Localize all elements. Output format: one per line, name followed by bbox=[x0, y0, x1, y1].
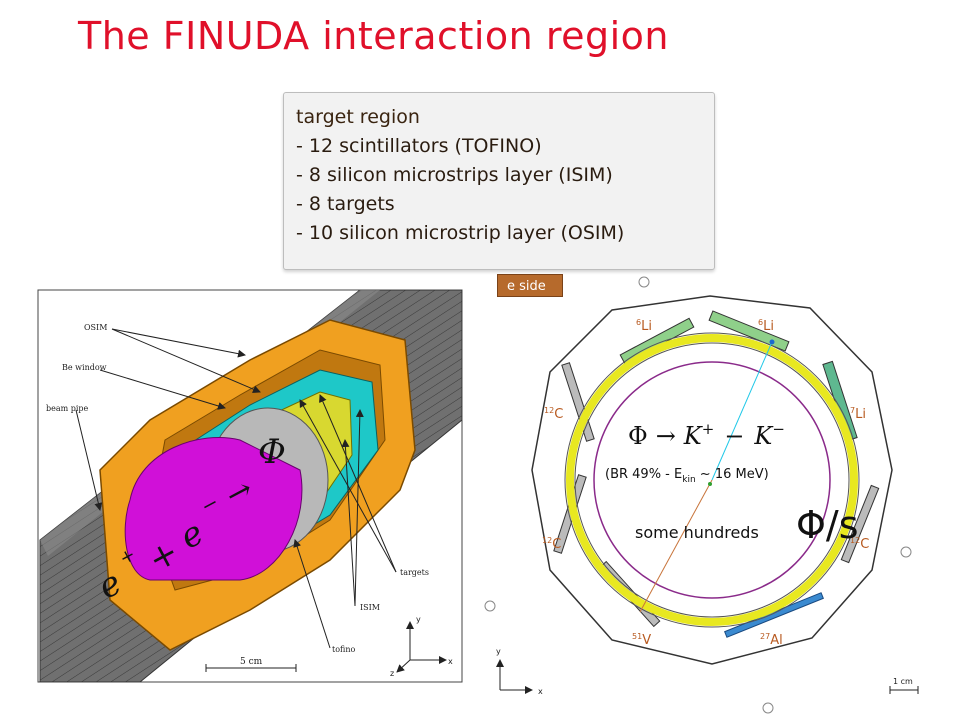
beam-pipe-label: beam pipe bbox=[46, 404, 89, 413]
target-region-infobox: target region - 12 scintillators (TOFINO… bbox=[283, 92, 715, 270]
target-label: 6Li bbox=[758, 318, 774, 334]
corner-marker bbox=[484, 600, 496, 612]
target-label: 6Li bbox=[636, 318, 652, 334]
left-axis-y-label: y bbox=[416, 615, 421, 624]
left-axis-z-label: z bbox=[390, 669, 394, 678]
corner-marker bbox=[638, 276, 650, 288]
isim-ring bbox=[566, 334, 858, 626]
targets-label: targets bbox=[400, 568, 429, 577]
infobox-line: - 8 silicon microstrips layer (ISIM) bbox=[296, 164, 613, 186]
target-modules bbox=[553, 310, 880, 638]
corner-marker bbox=[762, 702, 774, 714]
isim-ring-inner bbox=[574, 342, 850, 618]
track-hit bbox=[769, 339, 775, 345]
finuda-cross-section: 6Li 6Li 7Li 12C 27Al 51V 12C 12C Φ→K+−K−… bbox=[484, 276, 919, 714]
e-side-badge: e side bbox=[497, 274, 563, 297]
isim-ring-outer bbox=[564, 332, 860, 628]
page-title: The FINUDA interaction region bbox=[78, 14, 669, 58]
kminus-track bbox=[639, 479, 713, 613]
left-axis-z bbox=[396, 659, 411, 673]
isim-label: ISIM bbox=[360, 603, 380, 612]
target-label: 51V bbox=[632, 632, 651, 648]
infobox-line: - 8 targets bbox=[296, 193, 395, 215]
corner-marker bbox=[900, 546, 912, 558]
infobox-line: target region bbox=[296, 106, 420, 128]
target-bar bbox=[724, 592, 824, 638]
target-label: 12C bbox=[542, 536, 561, 552]
left-axis-x-label: x bbox=[448, 657, 453, 666]
infobox-line: - 10 silicon microstrip layer (OSIM) bbox=[296, 222, 625, 244]
beam-pipe-circle bbox=[593, 361, 831, 599]
target-bar bbox=[840, 484, 880, 564]
target-label: 7Li bbox=[850, 406, 866, 422]
target-label: 12C bbox=[544, 406, 563, 422]
rate-value: Φ/s bbox=[796, 503, 859, 547]
finuda-3d-diagram: OSIM Be window beam pipe targets ISIM to… bbox=[37, 289, 463, 683]
target-label: 27Al bbox=[760, 632, 783, 648]
target-bar bbox=[708, 310, 790, 352]
target-label: 12C bbox=[850, 536, 869, 552]
outer-osim-decagon bbox=[531, 295, 893, 665]
left-scale-label: 5 cm bbox=[240, 657, 263, 667]
right-scale-label: 1 cm bbox=[893, 677, 913, 686]
kplus-track bbox=[711, 341, 773, 481]
phi-annotation: Φ bbox=[258, 432, 286, 472]
right-axis-x-label: x bbox=[538, 687, 543, 696]
rate-text: some hundreds bbox=[635, 523, 759, 542]
osim-label: OSIM bbox=[84, 323, 107, 332]
reaction-formula: Φ→K+−K− bbox=[628, 420, 785, 450]
infobox-line: - 12 scintillators (TOFINO) bbox=[296, 135, 542, 157]
branching-ratio: (BR 49% - Ekin ~ 16 MeV) bbox=[605, 467, 769, 485]
tofino-label: tofino bbox=[332, 645, 356, 654]
vertex-marker bbox=[708, 482, 712, 486]
target-cylinder bbox=[124, 437, 303, 581]
right-axis-y-label: y bbox=[496, 647, 501, 656]
be-window-label: Be window bbox=[62, 363, 107, 372]
